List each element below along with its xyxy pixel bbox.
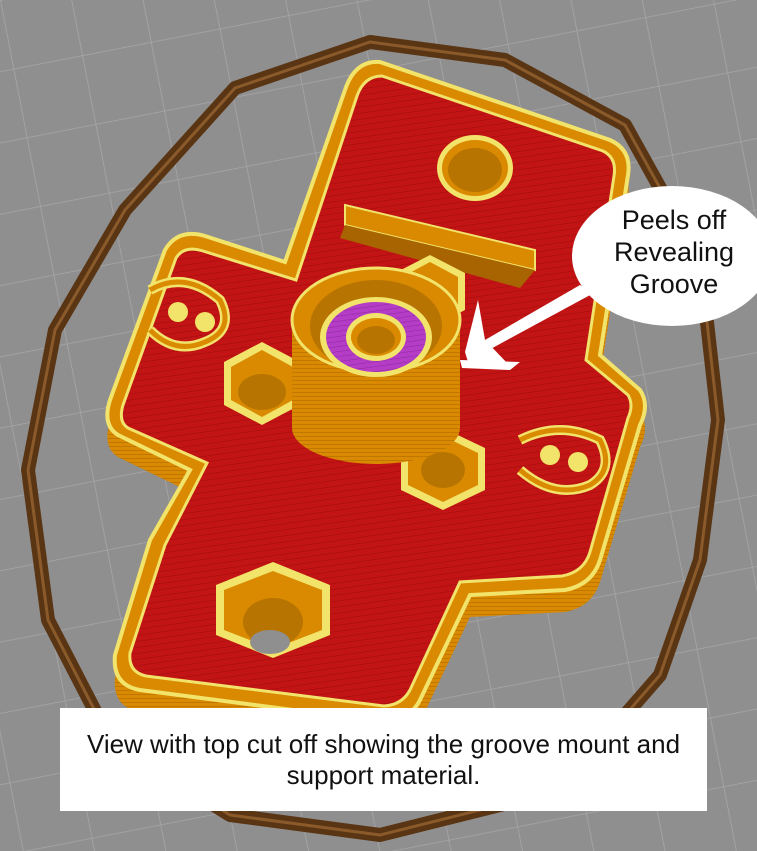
- caption-box: View with top cut off showing the groove…: [60, 708, 707, 811]
- round-hole-top: [437, 135, 513, 201]
- caption-text: View with top cut off showing the groove…: [86, 728, 681, 790]
- callout-label: Peels off Revealing Groove: [582, 204, 757, 300]
- callout-line-2: Revealing: [613, 237, 735, 267]
- hex-pocket-left: [224, 342, 300, 425]
- support-bar: [340, 203, 536, 288]
- callout-line-3: Groove: [629, 269, 719, 299]
- callout-arrow: [460, 285, 592, 370]
- groove-mount-cylinder: [290, 266, 462, 464]
- engraved-digit-left: [146, 277, 230, 352]
- hex-pocket-bottom: [216, 562, 330, 658]
- engraved-digit-right: [516, 425, 611, 495]
- callout-bubble: [572, 186, 757, 326]
- callout-line-1: Peels off: [621, 205, 727, 235]
